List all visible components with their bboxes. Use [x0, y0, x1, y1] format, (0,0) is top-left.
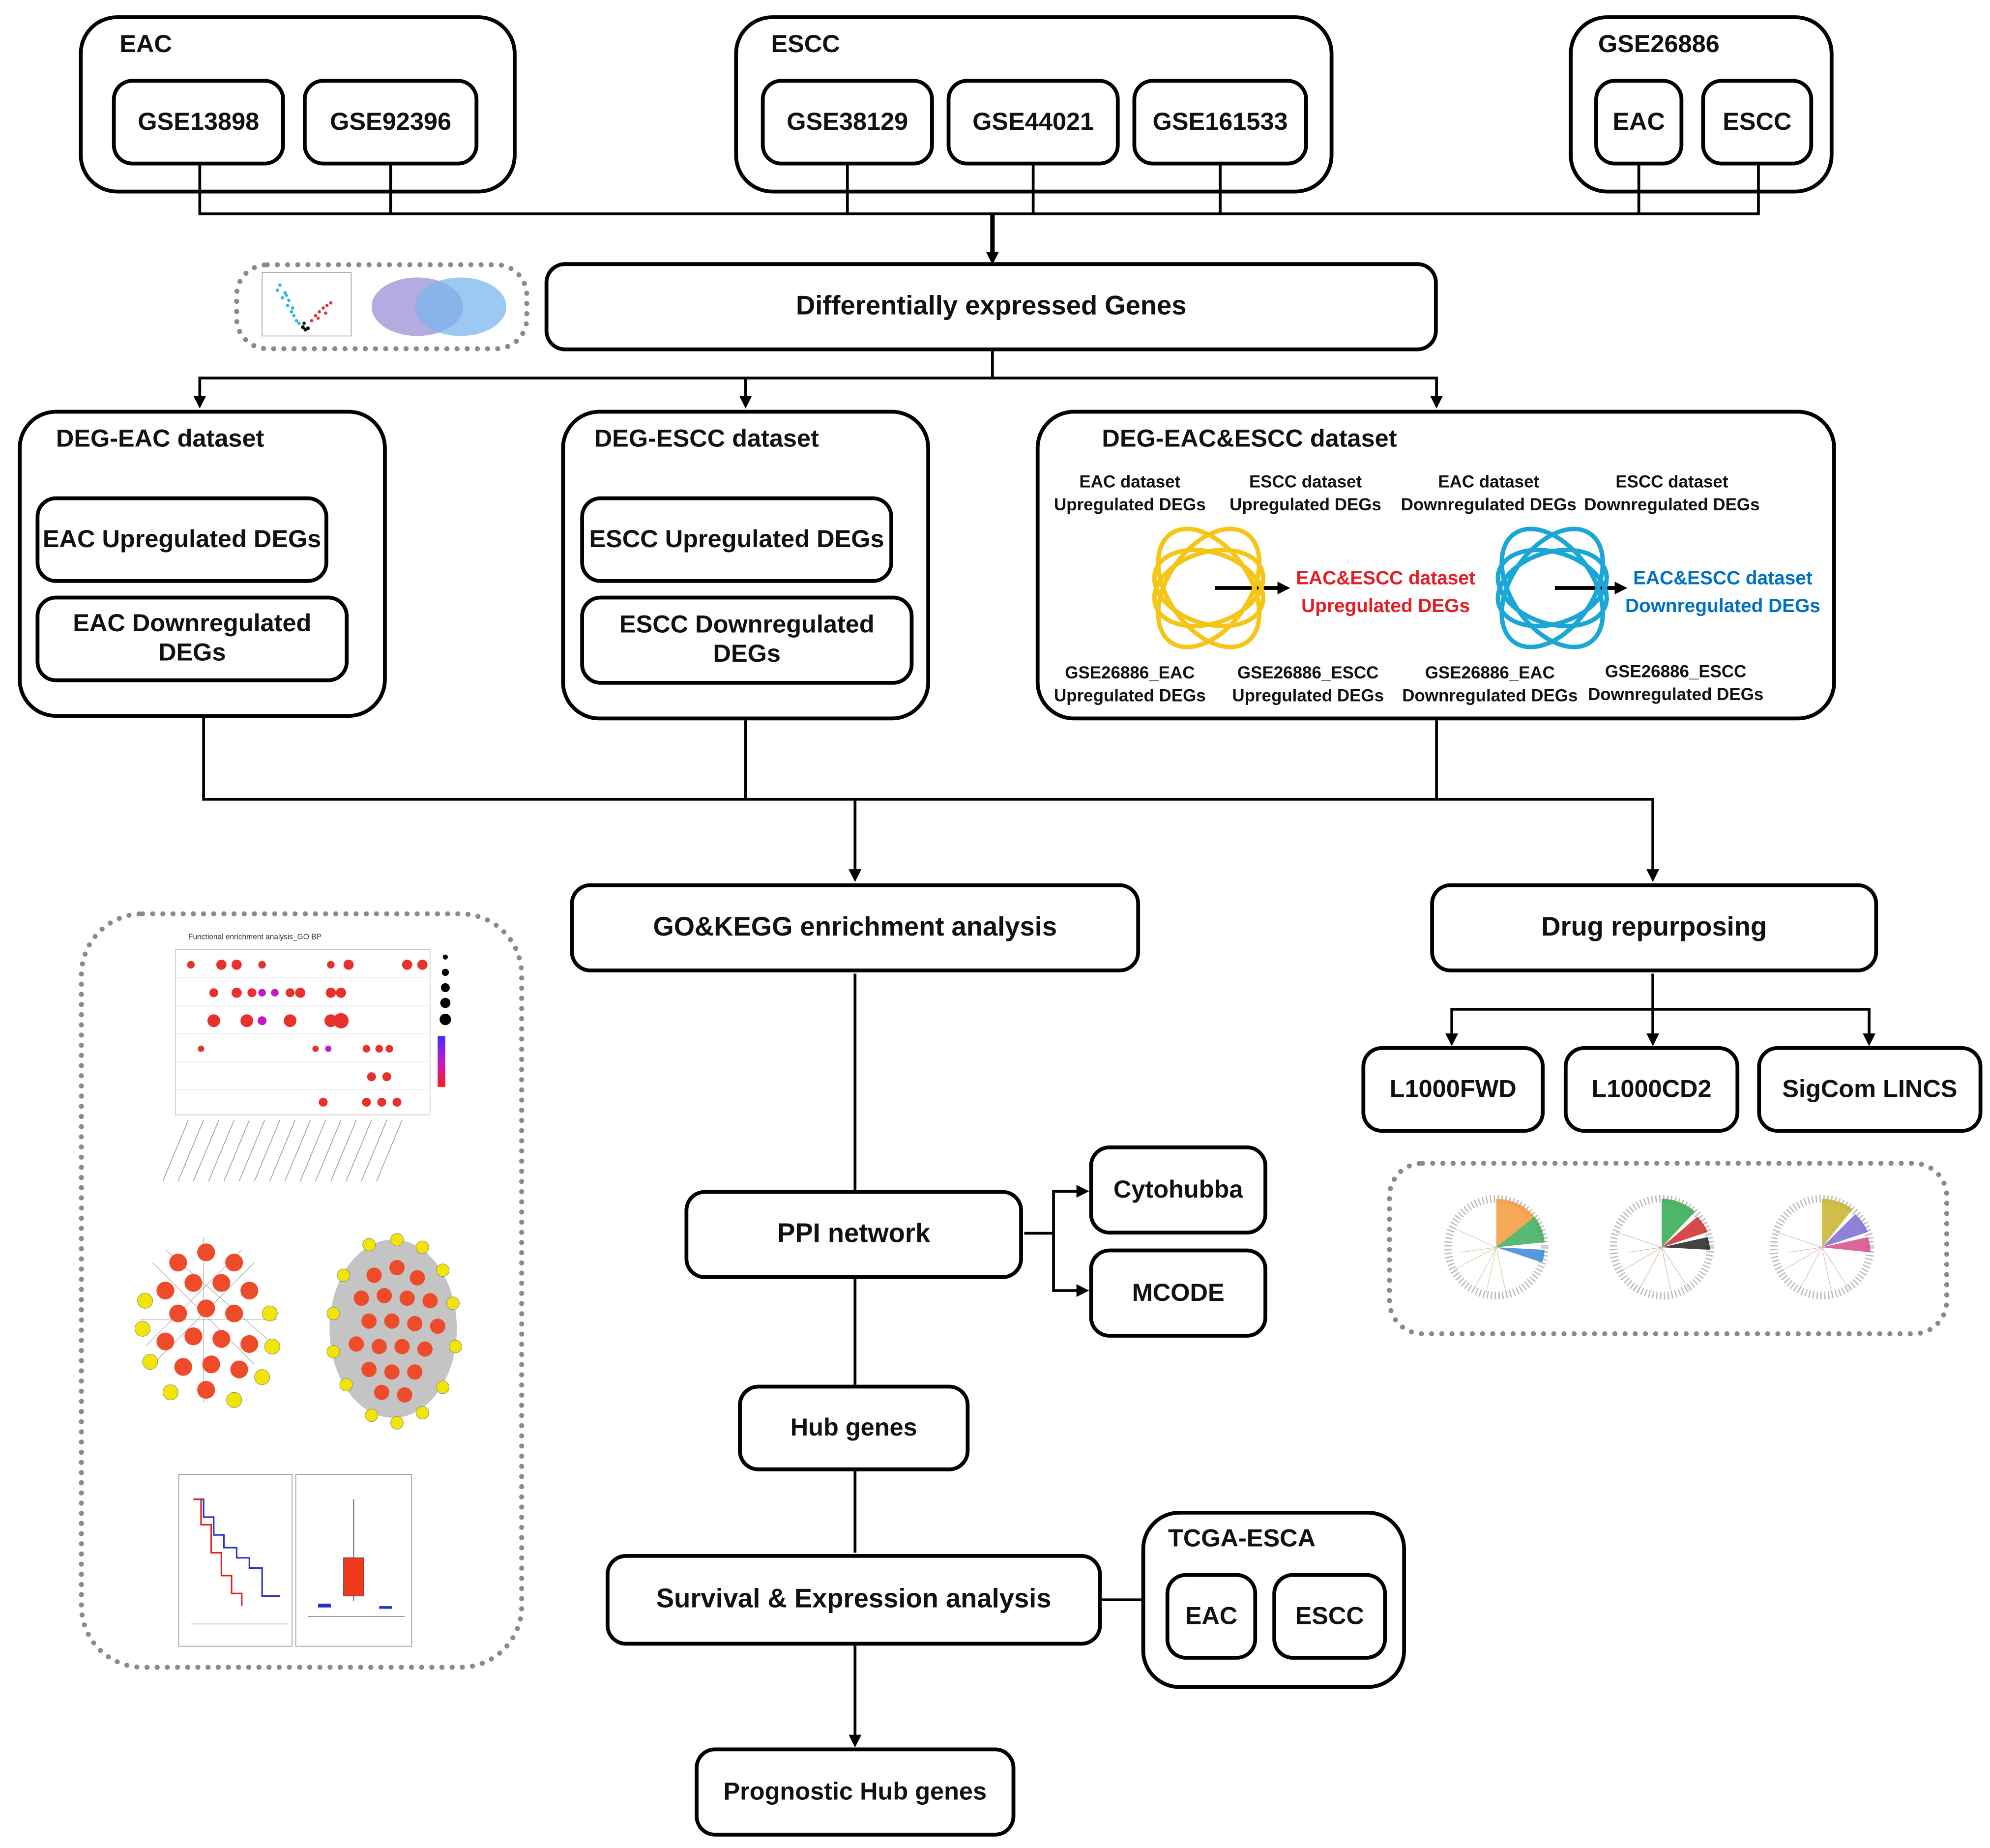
go-bp-dotplot-thumbnail: Functional enrichment analysis_GO BP — [162, 933, 451, 1181]
dataset-gse92396[interactable]: GSE92396 — [302, 79, 479, 166]
gse26886-source-group — [1569, 15, 1834, 194]
ppi-network-thumbnail-1 — [134, 1237, 280, 1408]
dataset-gse38129[interactable]: GSE38129 — [761, 79, 934, 166]
ppi-network-thumbnail-2 — [326, 1233, 463, 1430]
result-upregulated: EAC&ESCC dataset Upregulated DEGs — [1296, 567, 1475, 617]
deg-both-title: DEG-EAC&ESCC dataset — [1102, 425, 1397, 453]
label-eac-dataset-down: EAC dataset Downregulated DEGs — [1401, 472, 1577, 514]
chord-diagram-thumbnail-3 — [1770, 1195, 1874, 1300]
venn-upregulated — [1152, 527, 1265, 649]
escc-up-degs[interactable]: ESCC Upregulated DEGs — [580, 496, 893, 583]
survival-plot-thumbnail — [178, 1474, 293, 1647]
tcga-eac[interactable]: EAC — [1165, 1573, 1258, 1660]
label-gse26886-escc-down: GSE26886_ESCC Downregulated DEGs — [1588, 662, 1764, 704]
svg-text:Functional enrichment analysis: Functional enrichment analysis_GO BP — [188, 933, 322, 941]
gse26886-eac[interactable]: EAC — [1594, 79, 1684, 166]
label-gse26886-escc-up: GSE26886_ESCC Upregulated DEGs — [1232, 663, 1384, 705]
venn-thumbnail — [371, 277, 507, 336]
escc-source-label: ESCC — [771, 30, 840, 59]
tcga-esca-group — [1141, 1510, 1406, 1689]
venn-downregulated — [1495, 527, 1609, 649]
deg-escc-title: DEG-ESCC dataset — [594, 425, 819, 453]
volcano-plot-thumbnail — [262, 272, 352, 337]
expression-boxplot-thumbnail — [295, 1474, 412, 1647]
tool-cytohubba[interactable]: Cytohubba — [1089, 1145, 1267, 1235]
chord-diagram-thumbnail-1 — [1444, 1195, 1549, 1300]
tool-l1000cd2[interactable]: L1000CD2 — [1563, 1046, 1740, 1133]
chord-diagram-thumbnail-2 — [1610, 1195, 1714, 1300]
tool-l1000fwd[interactable]: L1000FWD — [1361, 1046, 1545, 1133]
label-eac-dataset-up: EAC dataset Upregulated DEGs — [1054, 472, 1206, 514]
tcga-esca-label: TCGA-ESCA — [1168, 1525, 1316, 1553]
gse26886-escc[interactable]: ESCC — [1701, 79, 1814, 166]
result-downregulated: EAC&ESCC dataset Downregulated DEGs — [1625, 567, 1820, 617]
deg-box[interactable]: Differentially expressed Genes — [544, 262, 1438, 352]
label-gse26886-eac-up: GSE26886_EAC Upregulated DEGs — [1054, 663, 1206, 705]
prognostic-hub-genes-box[interactable]: Prognostic Hub genes — [695, 1747, 1016, 1837]
ppi-network-box[interactable]: PPI network — [684, 1190, 1023, 1279]
deg-both-group — [1035, 410, 1836, 721]
dataset-gse161533[interactable]: GSE161533 — [1132, 79, 1308, 166]
hub-genes-box[interactable]: Hub genes — [738, 1384, 970, 1471]
deg-escc-group — [561, 410, 930, 721]
deg-eac-title: DEG-EAC dataset — [56, 425, 264, 453]
label-gse26886-eac-down: GSE26886_EAC Downregulated DEGs — [1402, 663, 1578, 705]
dataset-gse13898[interactable]: GSE13898 — [112, 79, 285, 166]
tool-mcode[interactable]: MCODE — [1089, 1248, 1267, 1338]
enrichment-box[interactable]: GO&KEGG enrichment analysis — [570, 883, 1141, 972]
gse26886-source-label: GSE26886 — [1598, 30, 1720, 59]
label-escc-dataset-up: ESCC dataset Upregulated DEGs — [1229, 472, 1381, 514]
dataset-gse44021[interactable]: GSE44021 — [946, 79, 1120, 166]
label-escc-dataset-down: ESCC dataset Downregulated DEGs — [1584, 472, 1760, 514]
escc-down-degs[interactable]: ESCC Downregulated DEGs — [580, 595, 914, 685]
escc-source-group — [734, 15, 1334, 194]
eac-source-label: EAC — [119, 30, 172, 59]
eac-down-degs[interactable]: EAC Downregulated DEGs — [35, 595, 349, 682]
survival-expression-box[interactable]: Survival & Expression analysis — [605, 1554, 1102, 1646]
tcga-escc[interactable]: ESCC — [1272, 1573, 1387, 1660]
eac-source-group — [79, 15, 517, 194]
drug-repurposing-box[interactable]: Drug repurposing — [1430, 883, 1878, 972]
deg-eac-group — [18, 410, 387, 718]
eac-up-degs[interactable]: EAC Upregulated DEGs — [35, 496, 328, 583]
tool-sigcom-lincs[interactable]: SigCom LINCS — [1757, 1046, 1983, 1133]
